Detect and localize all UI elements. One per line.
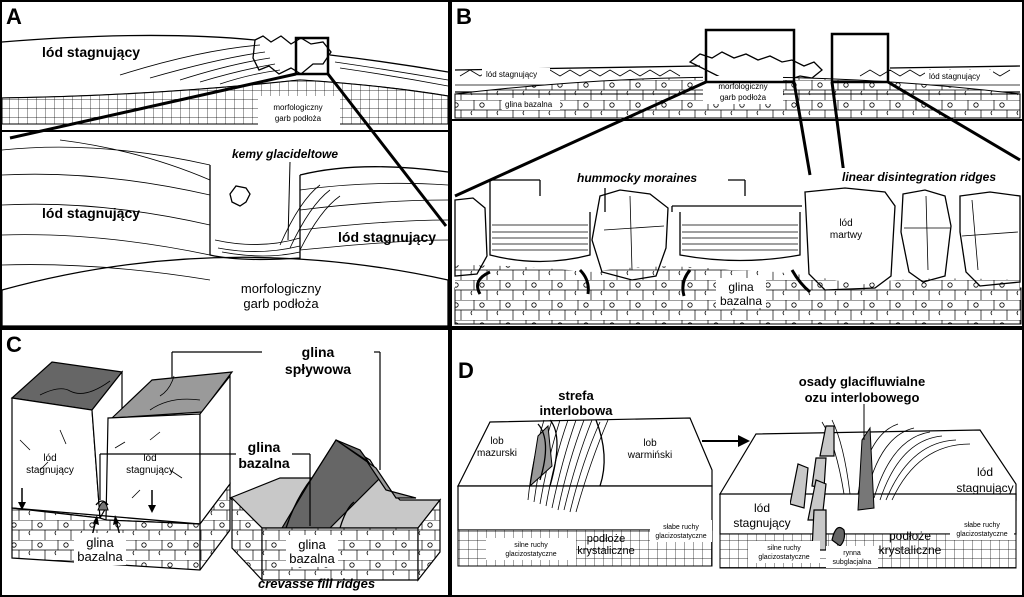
d-base2-2: krystaliczne xyxy=(879,543,942,557)
a-kames-label: kemy glacideltowe xyxy=(232,147,338,161)
d-lob-m-2: mazurski xyxy=(477,448,517,459)
d-weak-2: glacizostatyczne xyxy=(655,533,706,540)
b-zoom-box-2 xyxy=(830,32,890,84)
b-zoom-box-1 xyxy=(704,28,796,84)
b-basal-till-2: bazalna xyxy=(720,294,762,308)
d-weak-1: słabe ruchy xyxy=(663,524,699,531)
b-left-ice-label: lód stagnujący xyxy=(486,70,537,79)
panel-d-letter: D xyxy=(458,358,474,383)
panel-b: morfologiczny garb podłoża lód stagnując… xyxy=(450,0,1024,328)
b-linear-label: linear disintegration ridges xyxy=(842,170,996,184)
d-ice-r-1: lód xyxy=(977,465,993,479)
b-ridge-label-2: garb podłoża xyxy=(720,93,767,102)
panel-b-letter: B xyxy=(456,4,472,29)
d-osady-1: osady glacifluwialne xyxy=(799,374,925,389)
d-strong-1: silne ruchy xyxy=(514,542,548,549)
b-hummocky-label: hummocky moraines xyxy=(577,171,697,185)
c-ice-right-2: stagnujący xyxy=(126,465,174,476)
a-ridge-label-1: morfologiczny xyxy=(241,281,322,296)
d-base-2: krystaliczne xyxy=(577,545,634,557)
a-left-ice-label: lód stagnujący xyxy=(42,205,140,221)
a-ridge-label-2: garb podłoża xyxy=(243,296,319,311)
c-ice-left-1: lód xyxy=(43,453,56,464)
d-lob-w-2: warmiński xyxy=(627,450,672,461)
a-top-ridge-label-2: garb podłoża xyxy=(275,114,322,123)
b-basal-till-1: glina xyxy=(728,280,754,294)
b-dead-ice-1: lód xyxy=(839,218,852,229)
d-zone-2: interlobowa xyxy=(540,403,614,418)
panel-a: morfologiczny garb podłoża lód stagnując… xyxy=(0,0,450,328)
c-flow-till-1: glina xyxy=(302,344,335,360)
panel-c: glina spływowa glina bazalna lód stagnuj… xyxy=(0,328,450,597)
b-dead-ice-2: martwy xyxy=(830,230,862,241)
b-right-ice-label: lód stagnujący xyxy=(929,72,980,81)
a-top-ice-label: lód stagnujący xyxy=(42,44,140,60)
panel-c-letter: C xyxy=(6,332,22,357)
d-strong2-1: silne ruchy xyxy=(767,545,801,552)
d-weak2-2: glacizostatyczne xyxy=(956,531,1007,538)
d-base2-1: podłoże xyxy=(889,529,931,543)
d-rynna-2: subglacjalna xyxy=(833,559,872,566)
c-flow-till-2: spływowa xyxy=(285,361,351,377)
d-zone-1: strefa xyxy=(558,388,594,403)
c-basal-till-1: glina xyxy=(248,439,281,455)
d-weak2-1: słabe ruchy xyxy=(964,522,1000,529)
a-right-ice-label: lód stagnujący xyxy=(338,229,436,245)
d-strong-2: glacizostatyczne xyxy=(505,551,556,558)
a-zoom-box xyxy=(294,36,330,76)
c-ice-right-1: lód xyxy=(143,453,156,464)
panel-a-letter: A xyxy=(6,4,22,29)
c-till-right-2: bazalna xyxy=(289,551,335,566)
c-caption: crevasse fill ridges xyxy=(258,576,375,591)
d-rynna-1: rynna xyxy=(843,550,861,557)
c-till-left-2: bazalna xyxy=(77,549,123,564)
c-basal-till-2: bazalna xyxy=(238,455,290,471)
b-till-label: glina bazalna xyxy=(505,100,553,109)
d-lob-w-1: lob xyxy=(643,438,657,449)
c-ice-left-2: stagnujący xyxy=(26,465,74,476)
d-ice-r-2: stagnujący xyxy=(956,481,1013,495)
d-ice-l-2: stagnujący xyxy=(733,516,790,530)
panel-d: silne ruchy glacizostatyczne słabe ruchy… xyxy=(450,328,1024,597)
d-lob-m-1: lob xyxy=(490,436,504,447)
d-ice-l-1: lód xyxy=(754,501,770,515)
d-base-1: podłoże xyxy=(587,533,626,545)
d-strong2-2: glacizostatyczne xyxy=(758,554,809,561)
b-ridge-label-1: morfologiczny xyxy=(718,82,767,91)
c-till-left-1: glina xyxy=(86,535,114,550)
a-top-ridge-label-1: morfologiczny xyxy=(273,103,322,112)
c-till-right-1: glina xyxy=(298,537,326,552)
d-osady-2: ozu interlobowego xyxy=(805,390,920,405)
